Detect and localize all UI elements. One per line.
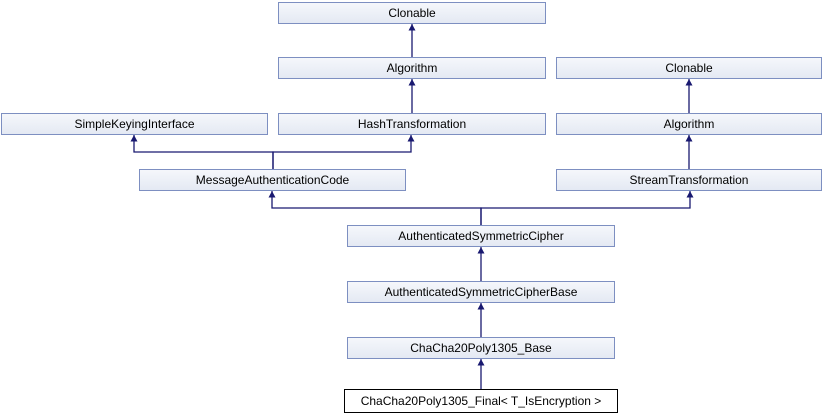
class-node-simple-keying-interface[interactable]: SimpleKeyingInterface [1,113,268,135]
arrowhead-icon [477,247,485,254]
inheritance-edge-message-authentication-code-to-hash-transformation [272,135,412,169]
arrowhead-icon [686,191,694,198]
arrowhead-icon [685,79,693,86]
arrowhead-icon [407,135,415,142]
inheritance-edge-authenticated-symmetric-cipher-to-stream-transformation [480,191,691,225]
class-node-message-authentication-code[interactable]: MessageAuthenticationCode [139,169,406,191]
arrowhead-icon [408,79,416,86]
arrowhead-icon [408,24,416,31]
arrowhead-icon [268,191,276,198]
arrowhead-icon [477,303,485,310]
class-node-hash-transformation[interactable]: HashTransformation [278,113,546,135]
inheritance-edge-authenticated-symmetric-cipher-to-message-authentication-code [271,191,482,225]
class-node-clonable-top[interactable]: Clonable [278,2,546,24]
class-node-chacha20poly1305-base[interactable]: ChaCha20Poly1305_Base [347,337,615,359]
class-node-authenticated-symmetric-cipher-base[interactable]: AuthenticatedSymmetricCipherBase [347,281,615,303]
class-node-stream-transformation[interactable]: StreamTransformation [556,169,822,191]
class-node-clonable-right[interactable]: Clonable [556,57,822,79]
class-node-authenticated-symmetric-cipher[interactable]: AuthenticatedSymmetricCipher [347,225,615,247]
class-node-algorithm-right[interactable]: Algorithm [556,113,822,135]
class-node-algorithm-left[interactable]: Algorithm [278,57,546,79]
arrowhead-icon [130,135,138,142]
arrowhead-icon [685,135,693,142]
inheritance-edge-message-authentication-code-to-simple-keying-interface [133,135,274,169]
class-node-chacha20poly1305-final: ChaCha20Poly1305_Final< T_IsEncryption > [344,389,618,413]
arrowhead-icon [477,359,485,366]
